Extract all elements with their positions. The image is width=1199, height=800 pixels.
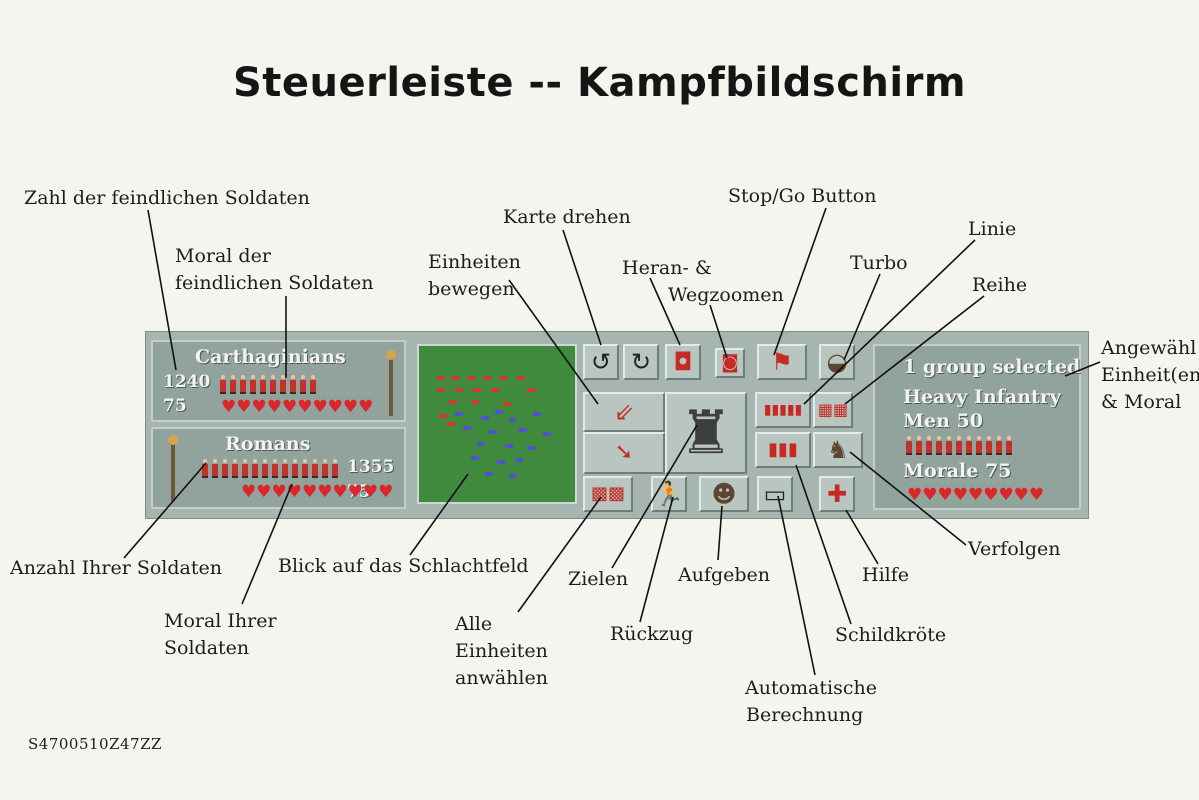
turbo-button[interactable]: ◒: [819, 344, 855, 380]
archer-icon: ♜: [679, 398, 733, 468]
zoom-out-button[interactable]: ◙: [715, 348, 745, 378]
label-enemy-count: Zahl der feindlichen Soldaten: [24, 187, 310, 209]
move-arrow-icon: ➘: [614, 440, 634, 465]
shield-wall-icon: ▮▮▮: [768, 439, 798, 460]
own-count: 1355: [347, 457, 395, 477]
label-retreat: Rückzug: [610, 623, 694, 645]
label-enemy-morale-1: Moral der: [175, 245, 271, 267]
label-selected-3: & Moral: [1101, 391, 1182, 413]
auto-calc-button[interactable]: ▭: [757, 476, 793, 512]
surrender-button[interactable]: ☻: [699, 476, 749, 512]
retreat-button[interactable]: 🏃: [651, 476, 687, 512]
rotate-left-button[interactable]: ↺: [583, 344, 619, 380]
label-column: Reihe: [972, 274, 1028, 296]
selection-panel: 1 group selected Heavy Infantry Men 50 M…: [873, 344, 1081, 510]
label-select-all-2: Einheiten: [455, 640, 548, 662]
own-panel: Romans 1355 75 ♥♥♥♥♥♥♥♥♥♥: [151, 427, 406, 509]
enemy-soldiers-icons: [219, 375, 317, 394]
label-zoom-2: Wegzoomen: [668, 284, 784, 306]
selection-unit-type: Heavy Infantry: [903, 386, 1061, 408]
label-zoom-1: Heran- &: [622, 257, 712, 279]
selection-soldiers-icons: [905, 436, 1013, 455]
control-bar: Carthaginians 1240 75 ♥♥♥♥♥♥♥♥♥♥ Romans …: [145, 331, 1089, 519]
enemy-morale-value: 75: [163, 396, 187, 416]
label-select-all-3: anwählen: [455, 667, 548, 689]
label-auto-2: Berechnung: [746, 704, 864, 726]
label-surrender: Aufgeben: [678, 564, 771, 586]
enemy-panel: Carthaginians 1240 75 ♥♥♥♥♥♥♥♥♥♥: [151, 340, 406, 422]
flag-icon: ⚑: [771, 348, 793, 376]
label-rotate-map: Karte drehen: [503, 206, 631, 228]
move-arrow-area[interactable]: ➘: [583, 432, 665, 474]
label-select-all-1: Alle: [455, 613, 493, 635]
own-morale-value: 75: [347, 482, 371, 502]
tortoise-icon: ◒: [826, 348, 848, 376]
computer-icon: ▭: [763, 480, 787, 508]
own-standard-icon: [168, 435, 178, 501]
own-soldiers-icons: [201, 459, 339, 478]
label-enemy-morale-2: feindlichen Soldaten: [175, 272, 374, 294]
selection-groups: 1 group selected: [903, 356, 1081, 378]
selection-morale: Morale 75: [903, 460, 1012, 482]
own-name: Romans: [225, 433, 311, 455]
move-units-button[interactable]: ⇙: [583, 392, 665, 432]
zoom-in-icon: ◘: [673, 348, 693, 376]
label-stop-go: Stop/Go Button: [728, 185, 877, 207]
group-icon: ▩▩: [590, 483, 625, 504]
label-help: Hilfe: [862, 564, 909, 586]
own-morale-hearts: ♥♥♥♥♥♥♥♥♥♥: [241, 482, 394, 502]
help-button[interactable]: ✚: [819, 476, 855, 512]
battlefield-minimap[interactable]: [417, 344, 577, 504]
label-line: Linie: [968, 218, 1017, 240]
aim-button[interactable]: ♜: [665, 392, 747, 474]
enemy-name: Carthaginians: [195, 346, 346, 368]
label-selected-2: Einheit(en: [1101, 364, 1199, 386]
selection-morale-hearts: ♥♥♥♥♥♥♥♥♥: [907, 485, 1045, 505]
label-turbo: Turbo: [850, 252, 908, 274]
stop-go-button[interactable]: ⚑: [757, 344, 807, 380]
enemy-count: 1240: [163, 372, 211, 392]
soldier-column-icon: ▦▦: [817, 400, 849, 419]
zoom-in-button[interactable]: ◘: [665, 344, 701, 380]
label-auto-1: Automatische: [745, 677, 877, 699]
label-pursue: Verfolgen: [968, 538, 1061, 560]
enemy-morale-hearts: ♥♥♥♥♥♥♥♥♥♥: [221, 397, 374, 417]
horse-icon: ♞: [827, 436, 849, 464]
rotate-left-icon: ↺: [590, 348, 612, 376]
page-title: Steuerleiste -- Kampfbildschirm: [232, 60, 967, 106]
pursue-button[interactable]: ♞: [813, 432, 863, 468]
document-code: S4700510Z47ZZ: [28, 735, 162, 753]
soldier-line-icon: ▮▮▮▮▮: [763, 402, 803, 418]
label-testudo: Schildkröte: [835, 624, 947, 646]
label-selected-1: Angewähl: [1101, 337, 1197, 359]
testudo-button[interactable]: ▮▮▮: [755, 432, 811, 468]
red-cross-icon: ✚: [826, 480, 848, 508]
surrender-icon: ☻: [711, 480, 737, 508]
label-own-morale-1: Moral Ihrer: [164, 610, 277, 632]
label-own-count: Anzahl Ihrer Soldaten: [10, 557, 222, 579]
rotate-right-button[interactable]: ↻: [623, 344, 659, 380]
line-formation-button[interactable]: ▮▮▮▮▮: [755, 392, 811, 428]
running-man-icon: 🏃: [654, 480, 684, 508]
label-battlefield-view: Blick auf das Schlachtfeld: [278, 555, 529, 577]
arrow-icon: ⇙: [613, 398, 635, 426]
label-move-units-1: Einheiten: [428, 251, 521, 273]
label-own-morale-2: Soldaten: [164, 637, 250, 659]
zoom-out-icon: ◙: [721, 352, 739, 373]
selection-men: Men 50: [903, 410, 983, 432]
column-formation-button[interactable]: ▦▦: [813, 392, 853, 428]
select-all-button[interactable]: ▩▩: [583, 476, 633, 512]
label-move-units-2: bewegen: [428, 278, 515, 300]
label-aim: Zielen: [568, 568, 629, 590]
enemy-standard-icon: [386, 350, 396, 416]
rotate-right-icon: ↻: [630, 348, 652, 376]
